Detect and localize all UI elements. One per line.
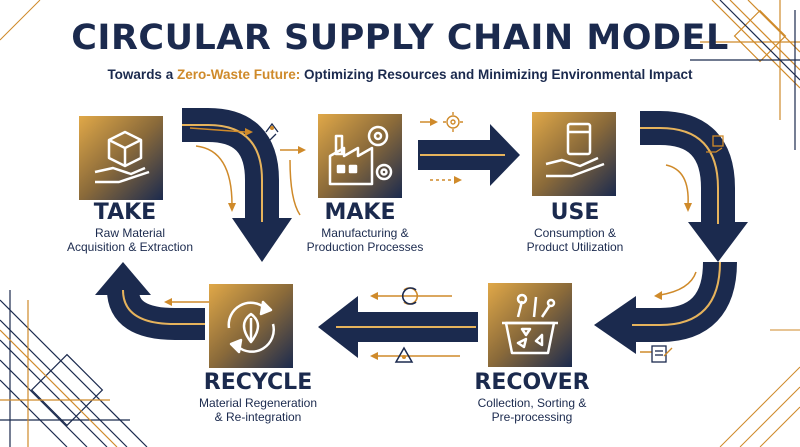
subtitle-highlight: Zero-Waste Future:: [176, 67, 301, 82]
page-subtitle: Towards a Zero-Waste Future: Optimizing …: [0, 67, 800, 82]
arrow-curve-into-recover: [594, 261, 737, 354]
stage-make-name: MAKE: [324, 200, 396, 225]
recycle-triangle-small-icon: [394, 346, 414, 363]
gear-small-icon: [443, 112, 463, 132]
corner-decoration-bottom-right: [719, 329, 800, 447]
arrow-take-to-make-curve: [182, 108, 292, 262]
leaf-cycle-icon: [227, 300, 275, 354]
stage-recover-name: RECOVER: [474, 370, 590, 395]
stage-recycle-desc-line1: Material Regeneration: [198, 396, 318, 410]
stage-make-desc-line2: Production Processes: [306, 240, 424, 254]
stage-take-desc-line1: Raw Material: [94, 226, 166, 240]
arrow-recycle-to-take-curve: [95, 262, 205, 340]
stage-use-name: USE: [550, 200, 600, 225]
tile-use: [532, 112, 616, 196]
flow-lines: [164, 118, 697, 360]
stage-take-name: TAKE: [93, 200, 157, 225]
hand-holding-package-icon: [545, 122, 605, 178]
stage-recover-desc: Collection, Sorting & Pre-processing: [452, 396, 612, 424]
document-small-icon: [651, 345, 673, 363]
tile-make: [318, 114, 402, 198]
tile-recycle: [209, 284, 293, 368]
subtitle-suffix: Optimizing Resources and Minimizing Envi…: [300, 67, 693, 82]
stage-use-desc-line2: Product Utilization: [526, 240, 624, 254]
arrow-make-to-use: [418, 124, 520, 186]
stage-take-desc: Raw Material Acquisition & Extraction: [60, 226, 200, 254]
stage-recycle-desc-line2: & Re-integration: [214, 410, 302, 424]
stage-use-desc-line1: Consumption &: [533, 226, 617, 240]
factory-gear-icon: [328, 125, 393, 186]
page-title: CIRCULAR SUPPLY CHAIN MODEL: [71, 18, 729, 58]
box-hand-small-icon: [706, 135, 724, 153]
arrow-use-to-recover-curve: [640, 111, 748, 262]
stage-recycle-name: RECYCLE: [203, 370, 313, 395]
tile-take: [79, 116, 163, 200]
stage-make-desc: Manufacturing & Production Processes: [295, 226, 435, 254]
stage-use-desc: Consumption & Product Utilization: [505, 226, 645, 254]
stage-make-desc-line1: Manufacturing &: [321, 226, 409, 240]
hand-holding-cube-icon: [94, 130, 150, 184]
recycle-arrows-small-icon: [401, 287, 419, 305]
recycle-bin-icon: [502, 293, 558, 355]
corner-decoration-top-right: [700, 0, 800, 120]
stage-recover-desc-line2: Pre-processing: [491, 410, 573, 424]
subtitle-prefix: Towards a: [107, 67, 177, 82]
stage-take-desc-line2: Acquisition & Extraction: [66, 240, 194, 254]
hand-recycle-small-icon: [262, 122, 279, 141]
stage-recover-desc-line1: Collection, Sorting &: [477, 396, 587, 410]
corner-decoration-bottom-left: [0, 290, 148, 447]
tile-recover: [488, 283, 572, 367]
stage-recycle-desc: Material Regeneration & Re-integration: [178, 396, 338, 424]
arrow-recover-to-recycle: [318, 296, 478, 358]
